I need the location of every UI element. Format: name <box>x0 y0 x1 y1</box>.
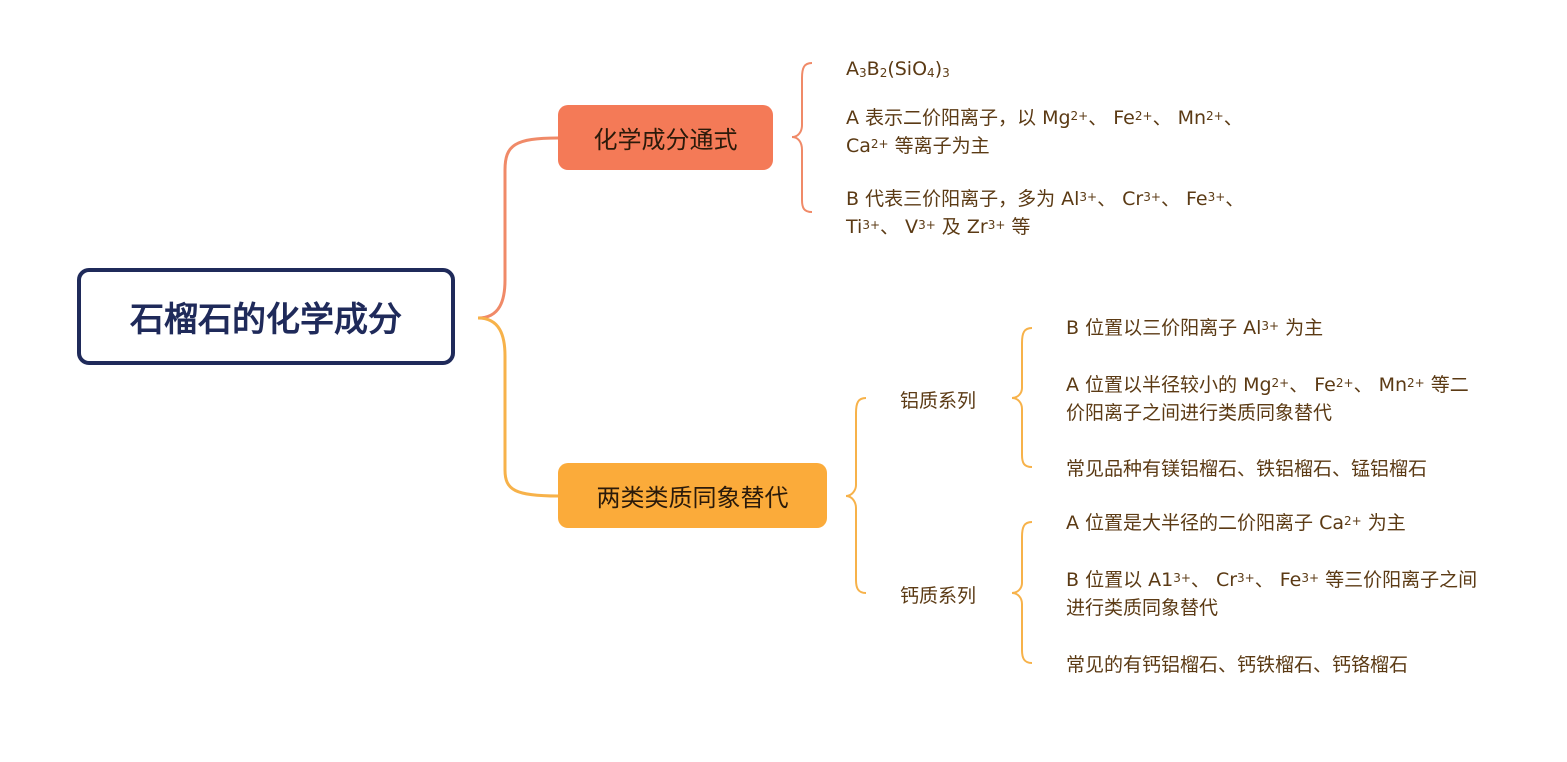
branch-label-substitution: 两类类质同象替代 <box>596 484 789 512</box>
formula-text: A3B2(SiO4)3 <box>846 58 950 80</box>
ca-item-varieties: 常见的有钙铝榴石、钙铁榴石、钙铬榴石 <box>1066 654 1409 676</box>
connector-root-branch1 <box>477 136 559 320</box>
bracket-branch2 <box>845 397 867 594</box>
branch-node-substitution[interactable]: 两类类质同象替代 <box>558 463 827 528</box>
root-node[interactable]: 石榴石的化学成分 <box>77 268 455 365</box>
series-label-aluminum[interactable]: 铝质系列 <box>900 390 977 412</box>
series-label-calcium[interactable]: 钙质系列 <box>900 585 977 607</box>
ca-item-b-position: B 位置以 A13+、 Cr3+、 Fe3+ 等三价阳离子之间 进行类质同象替代 <box>1066 569 1478 619</box>
branch-node-formula[interactable]: 化学成分通式 <box>558 105 773 170</box>
bracket-series-al <box>1011 327 1033 468</box>
leaf-a-cations: A 表示二价阳离子，以 Mg2+、 Fe2+、 Mn2+、 Ca2+ 等离子为主 <box>846 107 1243 157</box>
al-item-b-position: B 位置以三价阳离子 Al3+ 为主 <box>1066 317 1324 339</box>
leaf-b-cations: B 代表三价阳离子，多为 Al3+、 Cr3+、 Fe3+、 Ti3+、 V3+… <box>846 188 1245 238</box>
branch-label-formula: 化学成分通式 <box>593 126 738 154</box>
al-item-a-position: A 位置以半径较小的 Mg2+、 Fe2+、 Mn2+ 等二 价阳离子之间进行类… <box>1066 374 1469 424</box>
bracket-series-ca <box>1011 521 1033 664</box>
ca-item-a-position: A 位置是大半径的二价阳离子 Ca2+ 为主 <box>1066 512 1406 534</box>
connector-root-branch2 <box>477 316 559 498</box>
al-item-varieties: 常见品种有镁铝榴石、铁铝榴石、锰铝榴石 <box>1066 458 1428 480</box>
root-label: 石榴石的化学成分 <box>130 300 402 340</box>
bracket-branch1 <box>791 62 813 213</box>
